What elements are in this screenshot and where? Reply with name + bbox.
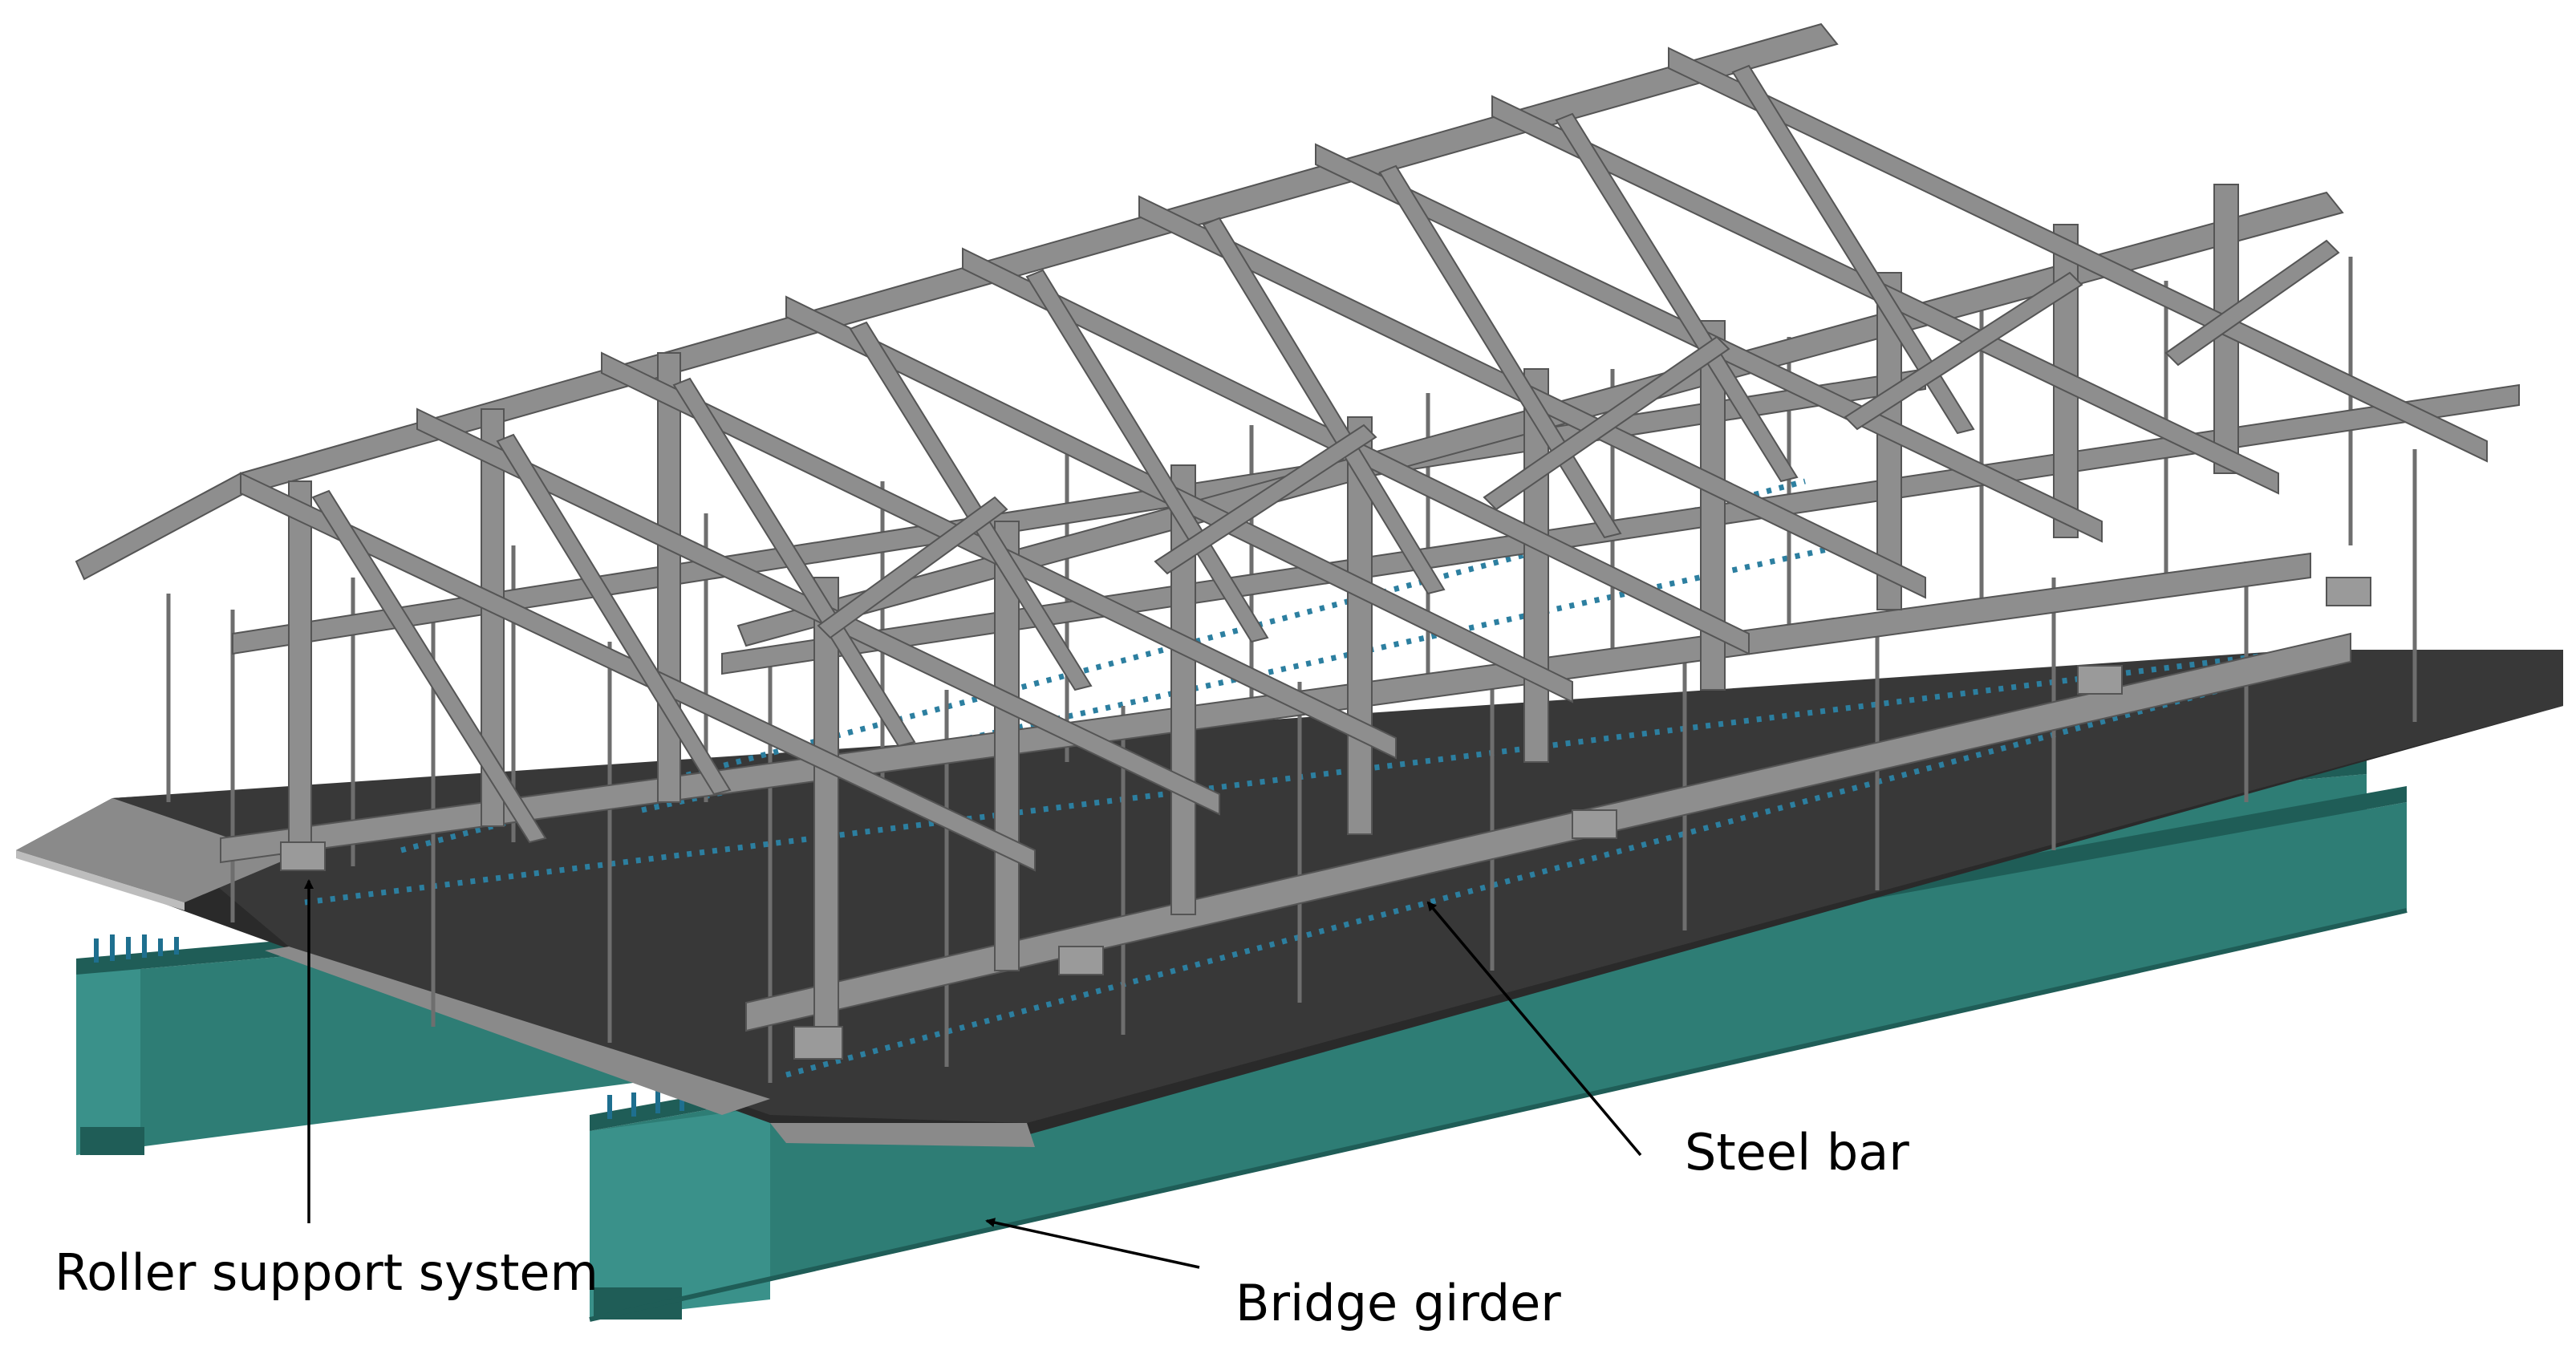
roller-support-label: Roller support system xyxy=(55,1243,598,1302)
bridge-girder-label: Bridge girder xyxy=(1235,1274,1561,1332)
truss-frame xyxy=(75,22,2520,1044)
roller-supports xyxy=(280,577,2371,1060)
leader-lines xyxy=(304,879,1642,1269)
bridge-girder-arrow xyxy=(985,1218,1200,1269)
steel-bar-label: Steel bar xyxy=(1685,1123,1909,1182)
steel-bar-arrow xyxy=(1426,901,1642,1157)
